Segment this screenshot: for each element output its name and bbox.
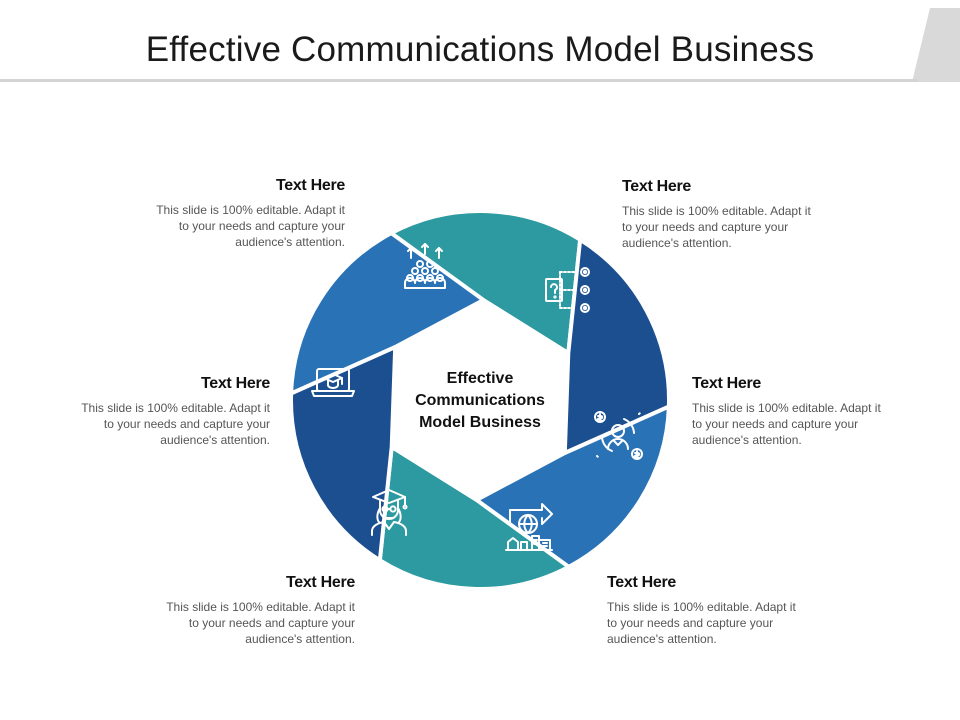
block-line: audience's attention.	[622, 236, 732, 250]
corner-decoration	[912, 8, 960, 82]
question-options-icon	[545, 267, 590, 313]
block-line: to your needs and capture your	[103, 417, 270, 431]
block-body: This slide is 100% editable. Adapt it to…	[130, 202, 345, 250]
graduate-icon	[371, 489, 408, 536]
text-block-top-left: Text Here This slide is 100% editable. A…	[130, 177, 345, 250]
block-line: to your needs and capture your	[622, 220, 789, 234]
block-line: This slide is 100% editable. Adapt it	[156, 203, 345, 217]
segment-bottom-right	[377, 444, 571, 591]
center-label-line-1: Effective	[446, 370, 514, 387]
text-block-middle-left: Text Here This slide is 100% editable. A…	[55, 375, 270, 448]
text-block-top-right: Text Here This slide is 100% editable. A…	[622, 178, 837, 251]
segment-bottom-left	[289, 345, 398, 563]
online-education-laptop-icon	[311, 368, 355, 397]
block-line: This slide is 100% editable. Adapt it	[166, 600, 355, 614]
text-block-middle-right: Text Here This slide is 100% editable. A…	[692, 375, 907, 448]
block-heading: Text Here	[622, 178, 692, 195]
center-label-line-3: Model Business	[419, 414, 541, 431]
block-line: to your needs and capture your	[188, 616, 355, 630]
center-label-line-2: Communications	[415, 392, 545, 409]
block-line: audience's attention.	[245, 632, 355, 646]
block-heading: Text Here	[692, 375, 762, 392]
page-title: Effective Communications Model Business	[145, 30, 815, 69]
block-line: This slide is 100% editable. Adapt it	[607, 600, 796, 614]
global-city-icon	[505, 503, 553, 551]
block-line: audience's attention.	[692, 433, 802, 447]
segment-top-right	[562, 237, 671, 455]
block-body: This slide is 100% editable. Adapt it to…	[140, 599, 355, 647]
block-body: This slide is 100% editable. Adapt it to…	[692, 400, 907, 448]
segment-top	[389, 209, 583, 356]
block-heading: Text Here	[275, 177, 345, 194]
text-block-bottom-right: Text Here This slide is 100% editable. A…	[607, 574, 822, 647]
block-heading: Text Here	[285, 574, 355, 591]
block-body: This slide is 100% editable. Adapt it to…	[55, 400, 270, 448]
block-line: This slide is 100% editable. Adapt it	[692, 401, 881, 415]
block-body: This slide is 100% editable. Adapt it to…	[622, 203, 837, 251]
audience-growth-icon	[404, 243, 446, 289]
block-line: audience's attention.	[160, 433, 270, 447]
block-line: to your needs and capture your	[178, 219, 345, 233]
block-line: to your needs and capture your	[692, 417, 859, 431]
block-line: audience's attention.	[607, 632, 717, 646]
block-line: audience's attention.	[235, 235, 345, 249]
center-label: Effective Communications Model Business	[395, 368, 565, 434]
block-line: This slide is 100% editable. Adapt it	[622, 204, 811, 218]
block-heading: Text Here	[607, 574, 677, 591]
title-rule	[0, 79, 918, 82]
text-block-bottom-left: Text Here This slide is 100% editable. A…	[140, 574, 355, 647]
block-line: to your needs and capture your	[607, 616, 774, 630]
block-heading: Text Here	[200, 375, 270, 392]
corner-tab	[912, 8, 960, 82]
block-body: This slide is 100% editable. Adapt it to…	[607, 599, 822, 647]
money-cycle-user-icon	[594, 411, 643, 460]
block-line: This slide is 100% editable. Adapt it	[81, 401, 270, 415]
